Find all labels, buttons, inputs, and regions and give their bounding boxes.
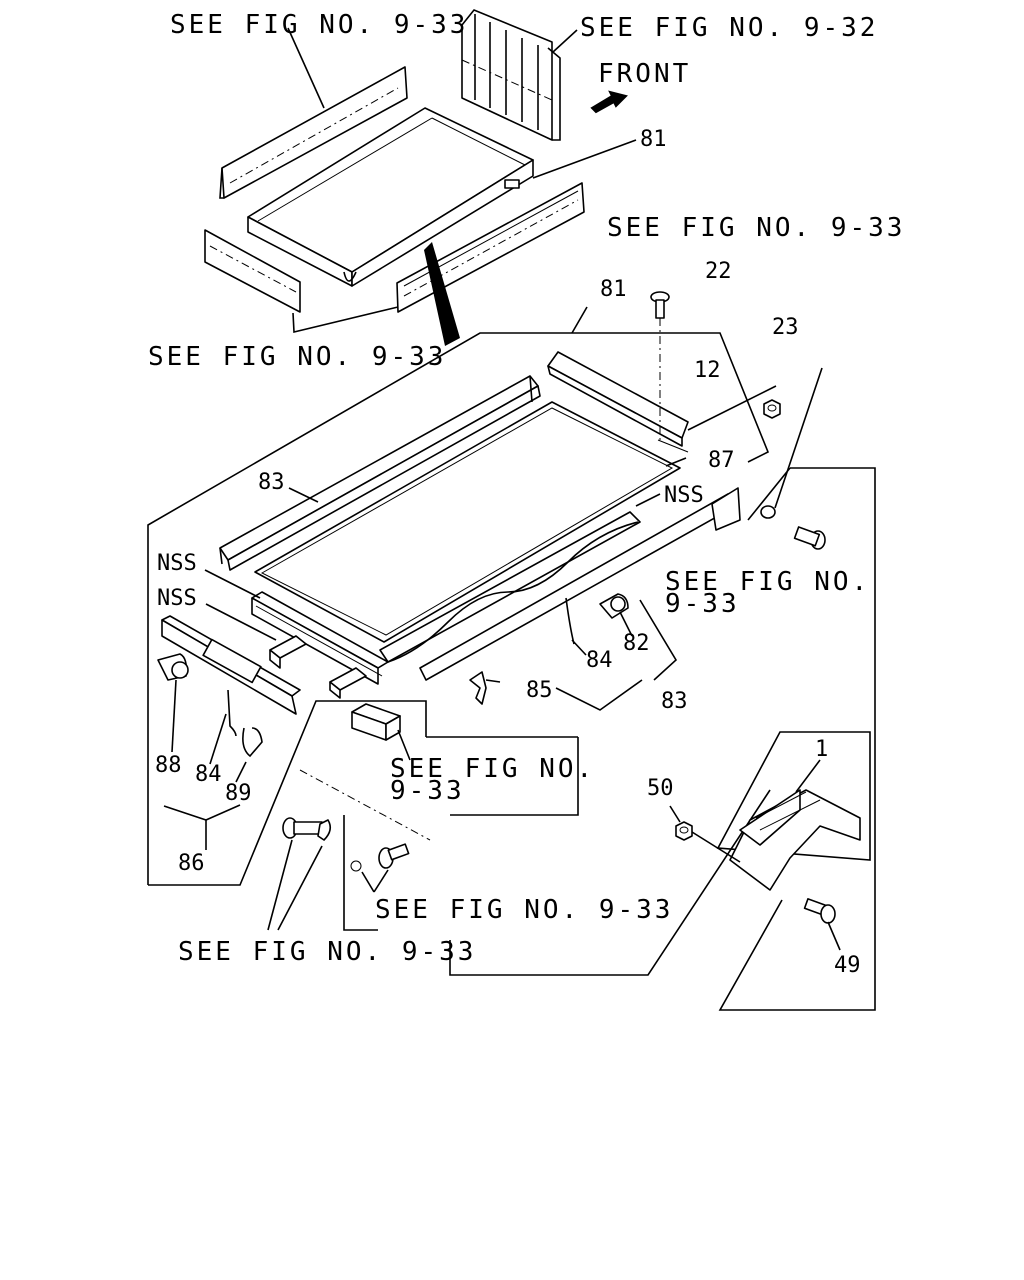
- clip-85: [469, 671, 487, 705]
- callout-84-right: 84: [586, 648, 613, 673]
- ref-right-mid-2: 9-33: [665, 589, 740, 619]
- callout-nss-right: NSS: [664, 483, 704, 508]
- bolt-center: [350, 843, 410, 872]
- callout-83-left: 83: [258, 470, 285, 495]
- callout-22: 22: [705, 259, 732, 284]
- mudguard-bracket: [729, 789, 861, 891]
- right-sill: [379, 511, 641, 663]
- callout-12: 12: [694, 358, 721, 383]
- front-arrow: [590, 90, 628, 114]
- assembly-outline: [147, 332, 770, 885]
- left-sill: [219, 375, 541, 571]
- corner-bracket: [351, 703, 401, 741]
- callout-nss-left-2: NSS: [157, 586, 197, 611]
- ref-center-1: SEE FIG NO.: [390, 754, 595, 784]
- bolt-22: [650, 291, 689, 453]
- ref-center-low: SEE FIG NO. 9-33: [375, 895, 673, 925]
- front-label: FRONT: [598, 59, 691, 89]
- callout-nss-left-1: NSS: [157, 551, 197, 576]
- ref-bottom-left: SEE FIG NO. 9-33: [178, 937, 476, 967]
- callout-23: 23: [772, 315, 799, 340]
- nut-50: [675, 821, 693, 841]
- clip-82: [565, 593, 629, 645]
- bolt-right-mid: [793, 526, 826, 550]
- bracket-88: [157, 653, 189, 681]
- callout-87: 87: [708, 448, 735, 473]
- right-rail: [419, 487, 741, 681]
- cargo-body-assembly: [204, 9, 585, 346]
- cross-member: [547, 351, 689, 447]
- floor-panel: [254, 401, 681, 643]
- nut-23: [763, 399, 781, 419]
- rod-84: [227, 689, 237, 737]
- callout-82: 82: [623, 631, 650, 656]
- u-bolt-89: [242, 727, 263, 758]
- left-bracket-rail: [161, 615, 301, 715]
- callout-1: 1: [815, 737, 828, 762]
- callout-88: 88: [155, 753, 182, 778]
- callout-83-bottom: 83: [661, 689, 688, 714]
- callout-89: 89: [225, 781, 252, 806]
- bolt-49: [803, 898, 836, 924]
- ref-left-mid: SEE FIG NO. 9-33: [148, 342, 446, 372]
- callout-85: 85: [526, 678, 553, 703]
- callout-49: 49: [834, 953, 861, 978]
- callout-50: 50: [647, 776, 674, 801]
- callout-84-left: 84: [195, 762, 222, 787]
- callout-81-mid: 81: [600, 277, 627, 302]
- ref-top-left: SEE FIG NO. 9-33: [170, 10, 468, 40]
- ref-center-2: 9-33: [390, 776, 465, 806]
- bolt-bottom-left: [282, 817, 332, 841]
- callout-81-top: 81: [640, 127, 667, 152]
- ref-top-right: SEE FIG NO. 9-32: [580, 13, 878, 43]
- callout-86: 86: [178, 851, 205, 876]
- rear-rail: [251, 591, 389, 685]
- ref-right-mid-1: SEE FIG NO.: [665, 567, 870, 597]
- ref-upper-right: SEE FIG NO. 9-33: [607, 213, 905, 243]
